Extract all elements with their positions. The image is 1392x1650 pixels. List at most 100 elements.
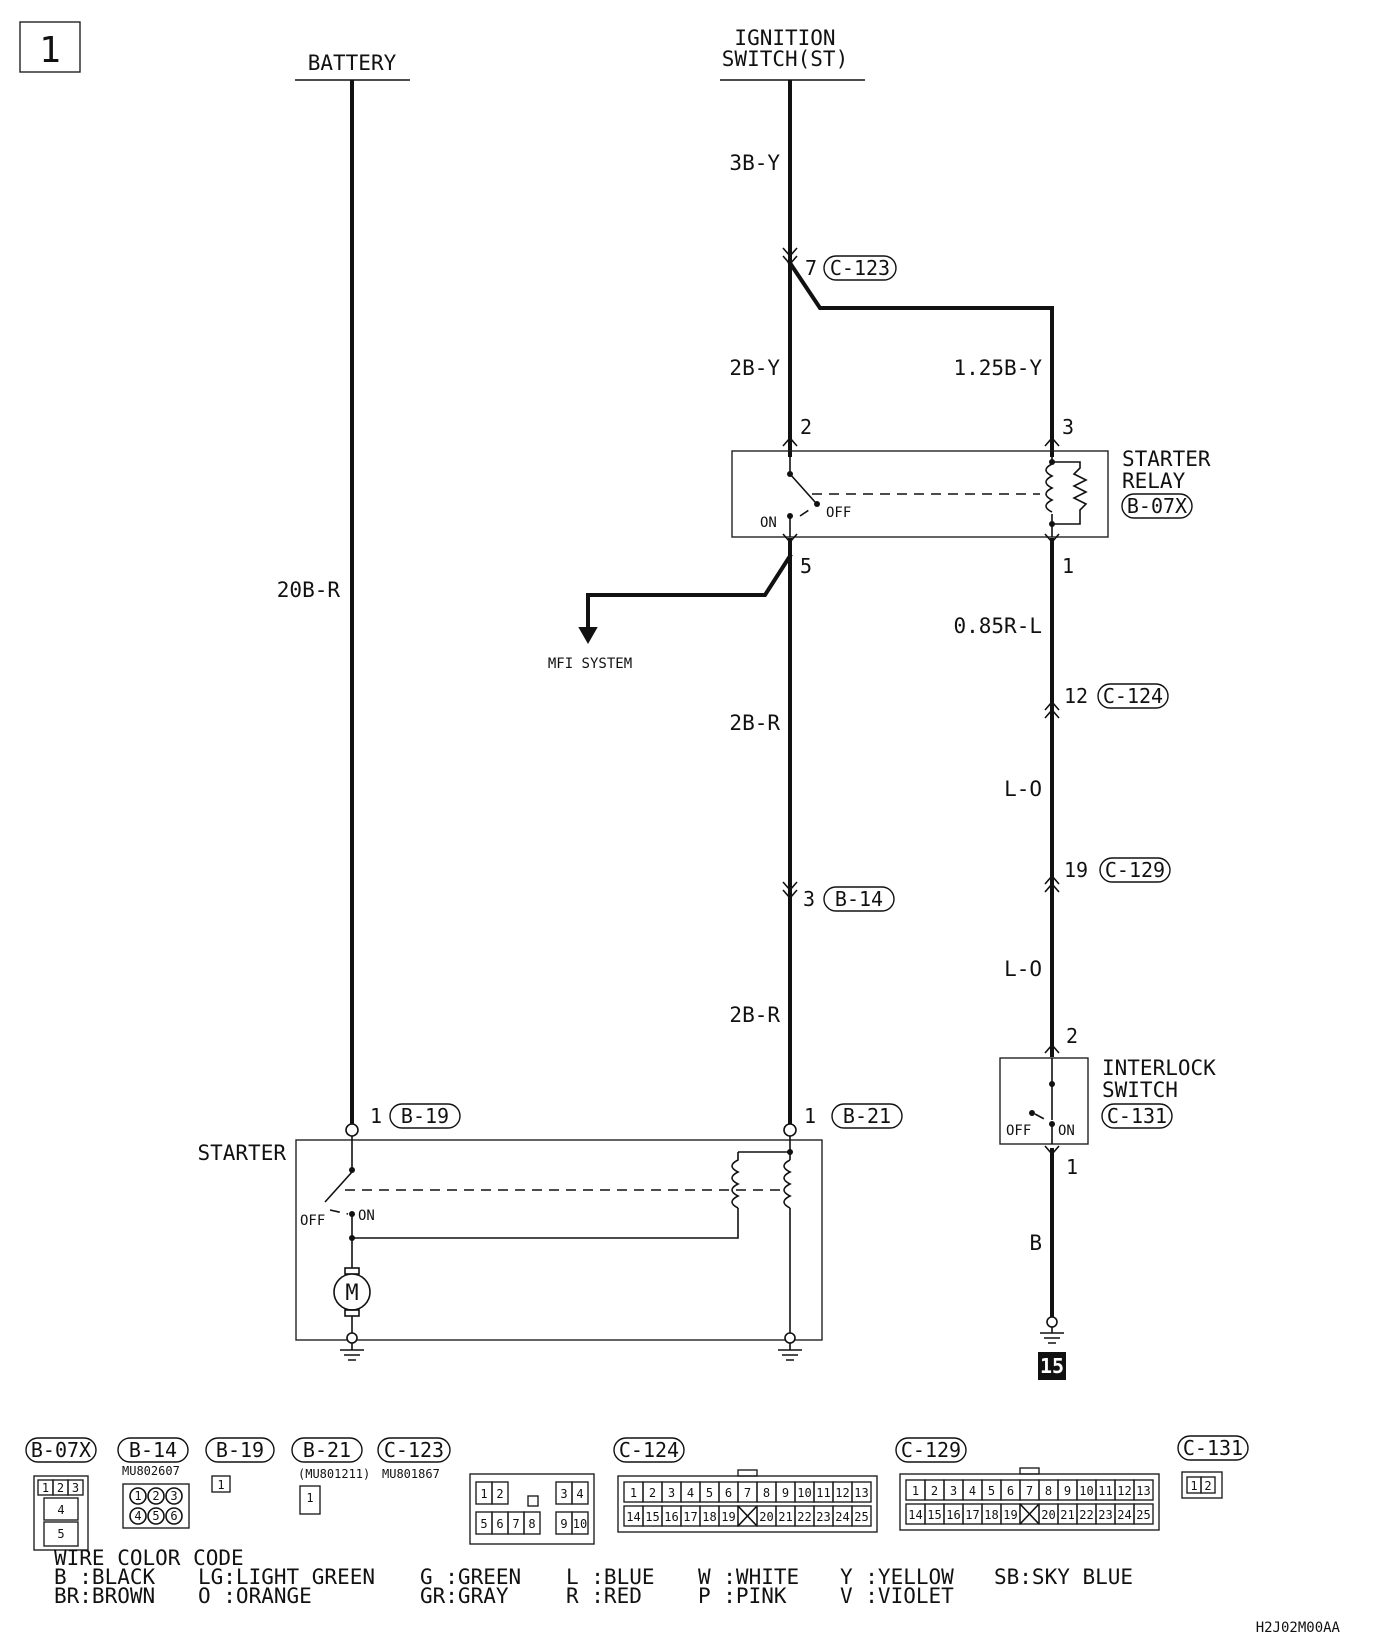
c123-cell-text: 1 [480,1487,487,1501]
c123-cell-text: 10 [573,1517,587,1531]
connector-cell-text: 1 [912,1484,919,1498]
color-code-p: P :PINK [698,1584,787,1608]
connector-cell-text: 4 [969,1484,976,1498]
b19-view [211,1475,231,1493]
connector-cell-text: 13 [854,1486,868,1500]
b19-terminal [345,1123,359,1137]
connector-cell-text: 14 [908,1508,922,1522]
color-code-gr: GR:GRAY [420,1584,509,1608]
c123-cell-text: 9 [560,1517,567,1531]
relay-off-contact [814,501,820,507]
relay-on-label: ON [760,515,777,531]
interlock-pin2-mark [1044,1043,1060,1054]
relay-out-lower-label: 2B-R [729,1003,780,1027]
c131-label: C-131 [1107,1104,1167,1128]
relay-coil [1045,463,1054,513]
connector-cell-text: 25 [854,1510,868,1524]
ground-ref-box [1038,1352,1066,1380]
ignition-label-line2: SWITCH(ST) [722,47,848,71]
connector-cell-text: 19 [1003,1508,1017,1522]
c124-label: C-124 [1103,684,1163,708]
c129-pin: 19 [1064,858,1088,882]
starter-label: STARTER [197,1141,286,1165]
c129-connector-mark [1044,874,1060,893]
ign-left-label: 2B-Y [729,356,780,380]
connector-cell-text: 15 [645,1510,659,1524]
relay-out-upper-label: 2B-R [729,711,780,735]
motor-brush-bottom [344,1309,360,1317]
connector-cell-text: 20 [759,1510,773,1524]
b14-cell-text: 6 [170,1509,177,1523]
b07x-view-label: B-07X [31,1438,91,1462]
c131-tag [1101,1103,1173,1129]
connector-cell-text: 20 [1041,1508,1055,1522]
interlock-off-contact [1029,1110,1035,1116]
c123-cell-text: 3 [560,1487,567,1501]
b07x-view [33,1475,89,1551]
diagram-code: H2J02M00AA [1256,1620,1341,1636]
connector-cell-text: 2 [931,1484,938,1498]
color-code-lg: LG:LIGHT GREEN [198,1565,375,1589]
connector-cell-text: 11 [1098,1484,1112,1498]
connector-cell-text: 21 [778,1510,792,1524]
interlock-upper-label: L-O [1004,777,1042,801]
pull-in-coil [731,1152,740,1209]
c129-label: C-129 [1105,858,1165,882]
connector-cell-text: 24 [835,1510,849,1524]
connector-cell-text: 23 [816,1510,830,1524]
connector-cell-empty [737,1505,758,1527]
connector-cell-text: 5 [988,1484,995,1498]
connector-cell-empty [1019,1503,1040,1525]
b14-view [122,1483,190,1529]
relay-off-label: OFF [826,505,851,521]
connector-cell-text: 22 [1079,1508,1093,1522]
b14-pin: 3 [803,887,815,911]
c123-view [469,1473,595,1545]
color-code-l: L :BLUE [566,1565,655,1589]
interlock-lower-label: L-O [1004,957,1042,981]
c131-view-label: C-131 [1183,1436,1243,1460]
b21-part-number: (MU801211) [298,1467,370,1481]
interlock-label-line1: INTERLOCK [1102,1056,1216,1080]
page-number: 1 [39,30,61,71]
interlock-dash [1034,1113,1049,1122]
b07x-cell-4-text: 4 [57,1503,64,1517]
connector-cell-text: 17 [683,1510,697,1524]
c124-view-label: C-124 [619,1438,679,1462]
b14-view-tag [117,1437,189,1463]
c123-cell-text: 5 [480,1517,487,1531]
b21-view-label: B-21 [303,1438,351,1462]
c123-cell-text: 2 [496,1487,503,1501]
starter-switch-pivot [349,1167,355,1173]
starter-on-dash [329,1209,349,1215]
color-code-o: O :ORANGE [198,1584,312,1608]
b21-pin: 1 [804,1104,816,1128]
c131-view-tag [1177,1435,1249,1461]
starter-switch-blade [324,1171,353,1203]
interlock-on-label: ON [1058,1123,1075,1139]
ground-terminal [1046,1316,1058,1328]
color-code-v: V :VIOLET [840,1584,954,1608]
connector-cell-text: 24 [1117,1508,1131,1522]
connector-cell-text: 22 [797,1510,811,1524]
color-code-sb: SB:SKY BLUE [994,1565,1133,1589]
color-code-w: W :WHITE [698,1565,799,1589]
b14-cell-text: 4 [134,1509,141,1523]
mfi-arrow [578,627,598,645]
connector-cell-text: 13 [1136,1484,1150,1498]
c123-label: C-123 [830,256,890,280]
color-code-b: B :BLACK [54,1565,156,1589]
b14-cell-text: 5 [152,1509,159,1523]
b07x-cell-2-text: 2 [57,1481,64,1495]
c124-view-tag [613,1437,685,1463]
connector-cell-text: 8 [1045,1484,1052,1498]
mfi-label: MFI SYSTEM [548,656,632,672]
relay-pin2-mark [782,436,798,447]
c131-cell-1-text: 1 [1190,1479,1197,1493]
b21-cell-text: 1 [306,1491,313,1505]
connector-cell-text: 23 [1098,1508,1112,1522]
b14-cell-text: 1 [134,1489,141,1503]
b19-cell-text: 1 [217,1478,224,1492]
c123-tag [823,255,897,281]
connector-cell-text: 10 [1079,1484,1093,1498]
